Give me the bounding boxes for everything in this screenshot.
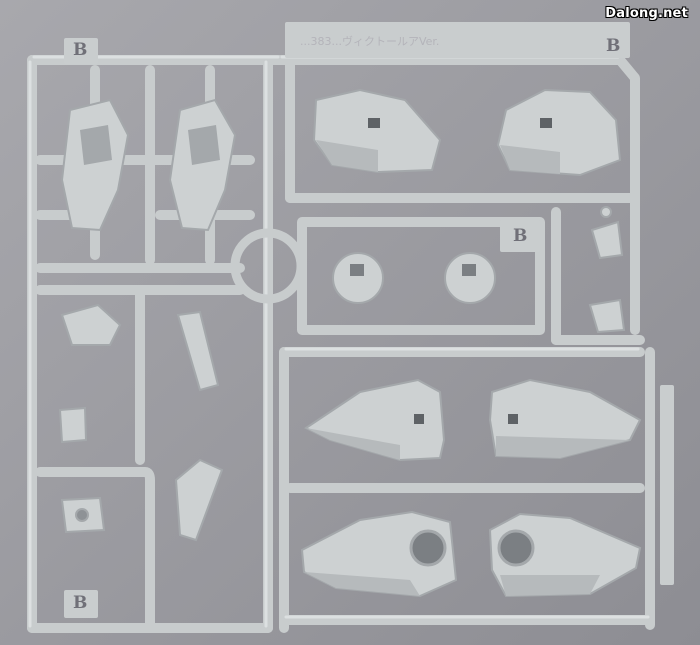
armor-part-top-left-2 (168, 98, 237, 232)
sprue-letter-top-left: B (73, 40, 88, 60)
sphere-joint-left (332, 252, 384, 304)
sprue-name-plate (285, 22, 630, 58)
leg-armor-bottom-left (300, 510, 458, 598)
sprue-runner-highlights (28, 55, 650, 628)
center-ring (230, 228, 306, 304)
watermark: Dalong.net (605, 6, 688, 21)
small-parts-lower-left (58, 303, 224, 542)
molded-sprue-text: ...383...ヴィクトールアVer. (300, 35, 440, 48)
armor-part-top-left-1 (60, 98, 130, 232)
letter-plate-middle (500, 220, 540, 252)
shoulder-part-left (312, 88, 442, 174)
small-parts-right (588, 206, 626, 334)
sprue-letter-top-right: B (606, 36, 621, 56)
sphere-joint-right (444, 252, 496, 304)
leg-armor-bottom-right (488, 512, 642, 598)
side-tab (660, 385, 674, 585)
sprue-letter-middle: B (513, 226, 528, 246)
letter-plate-bottom-left (64, 590, 98, 618)
leg-armor-top-right (488, 378, 642, 460)
letter-plate-top-left (64, 38, 98, 64)
leg-armor-top-left (304, 378, 446, 462)
sprue-letter-bottom-left: B (73, 593, 88, 613)
shoulder-part-right (496, 88, 622, 177)
